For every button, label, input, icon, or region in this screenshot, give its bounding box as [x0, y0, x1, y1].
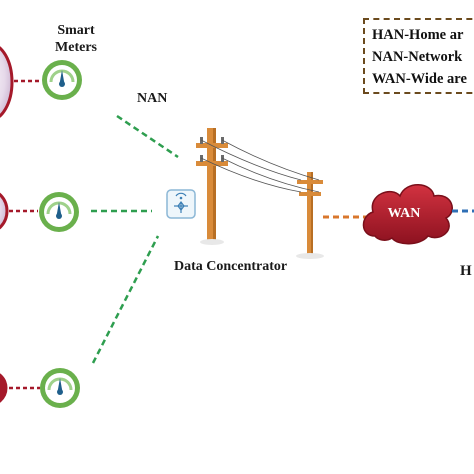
- smart-meter-icon: [39, 192, 79, 232]
- smart-meters-line2: Meters: [55, 40, 97, 55]
- utility-pole-icon: [196, 128, 324, 259]
- right-edge-label: H: [460, 263, 472, 279]
- nan-link: [91, 114, 179, 364]
- smart-meters-label: Smart Meters: [44, 22, 108, 56]
- legend-item-han: HAN-Home ar: [372, 27, 464, 43]
- home-node-icon: [0, 373, 8, 403]
- data-concentrator-label: Data Concentrator: [174, 259, 288, 274]
- han-link: [9, 79, 42, 390]
- legend-box: HAN-Home ar NAN-Network WAN-Wide are: [363, 18, 474, 94]
- home-node-icon: [0, 46, 14, 118]
- smart-meters-line1: Smart: [57, 23, 95, 38]
- smart-meter-icon: [40, 368, 80, 408]
- legend-item-wan: WAN-Wide are: [372, 71, 467, 87]
- smart-meter-icon: [42, 60, 82, 100]
- data-concentrator-icon: [166, 189, 196, 219]
- home-node-icon: [0, 192, 9, 230]
- nan-label: NAN: [137, 91, 168, 106]
- legend-item-nan: NAN-Network: [372, 49, 463, 65]
- wan-label: WAN: [388, 206, 421, 221]
- wan-cloud-icon: WAN: [362, 184, 453, 245]
